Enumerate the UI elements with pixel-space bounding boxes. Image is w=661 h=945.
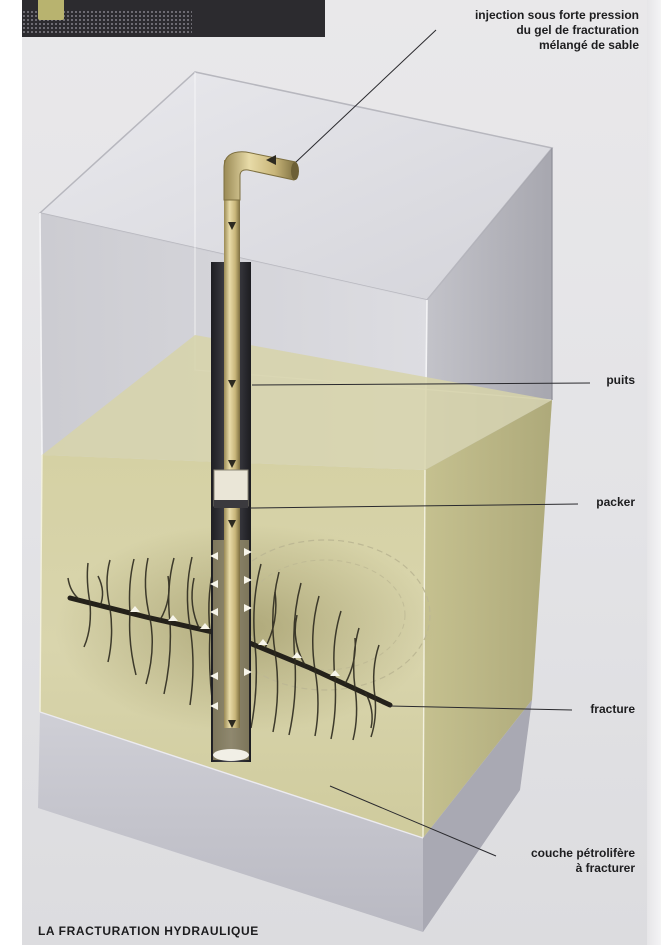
label-puits: puits <box>606 373 635 388</box>
label-injection-line-2: du gel de fracturation <box>399 23 639 38</box>
label-couche-line-1: couche pétrolifère <box>531 846 635 861</box>
label-injection-line-3: mélangé de sable <box>399 38 639 53</box>
injection-pipe <box>224 160 240 728</box>
label-couche-line-2: à fracturer <box>531 861 635 876</box>
label-injection-line-1: injection sous forte pression <box>399 8 639 23</box>
figure-title: LA FRACTURATION HYDRAULIQUE <box>38 924 259 938</box>
label-fracture: fracture <box>590 702 635 717</box>
label-packer: packer <box>596 495 635 510</box>
label-injection: injection sous forte pression du gel de … <box>399 8 639 53</box>
label-couche: couche pétrolifère à fracturer <box>531 846 635 876</box>
